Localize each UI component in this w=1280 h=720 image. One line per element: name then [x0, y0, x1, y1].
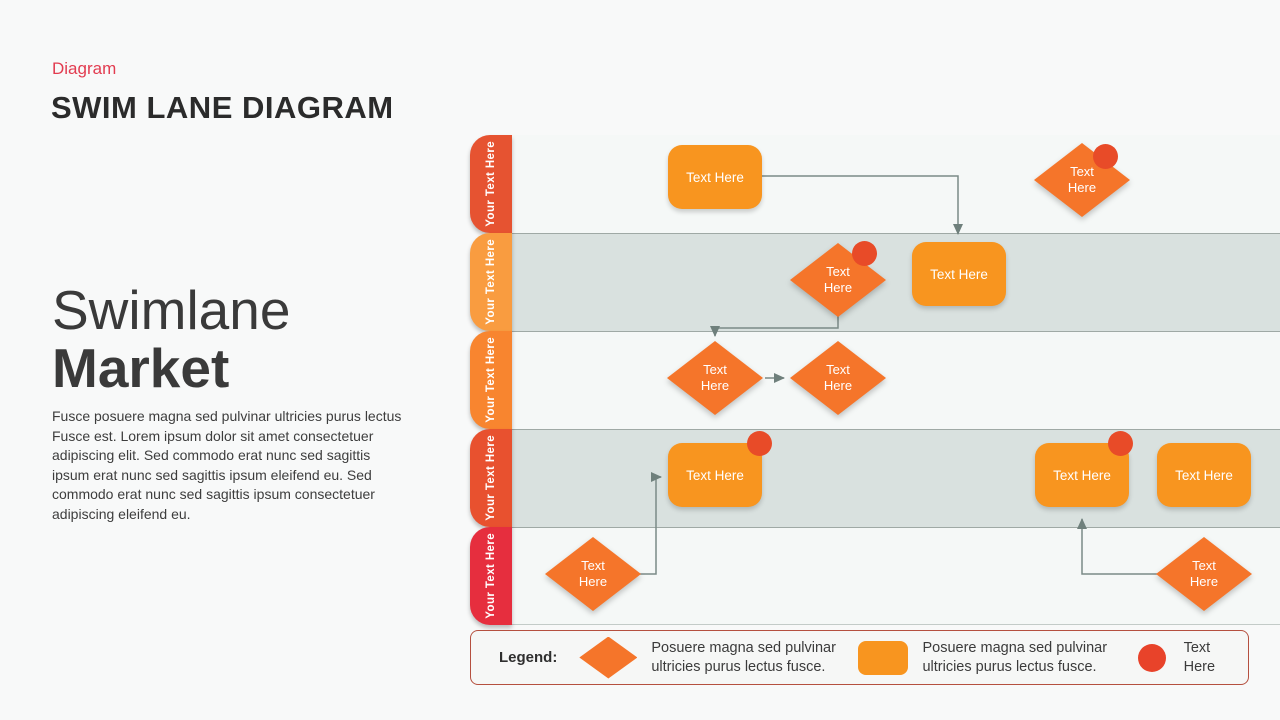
lane-tab-3: Your Text Here — [470, 331, 512, 429]
lane-row-1 — [512, 135, 1280, 233]
diamond-label: Text Here — [1189, 558, 1219, 589]
process-box: Text Here — [1035, 443, 1129, 507]
diamond-label: Text Here — [823, 362, 853, 393]
lane-tab-label: Your Text Here — [485, 239, 497, 325]
legend-item-text: Posuere magna sed pulvinar ultricies pur… — [651, 639, 836, 675]
lane-row-2 — [512, 233, 1280, 331]
lane-tab-label: Your Text Here — [485, 141, 497, 227]
diamond-label: Text Here — [823, 264, 853, 295]
diamond-label: Text Here — [700, 362, 730, 393]
decision-diamond: Text Here — [790, 341, 886, 415]
circle-icon — [1137, 643, 1166, 672]
heading-line-thin: Swimlane — [52, 279, 291, 341]
lane-tab-label: Your Text Here — [485, 533, 497, 619]
heading-line-bold: Market — [52, 337, 230, 399]
diamond-label: Text Here — [1067, 164, 1097, 195]
decision-diamond: Text Here — [1156, 537, 1252, 611]
status-badge-circle — [747, 431, 772, 456]
process-box: Text Here — [668, 443, 762, 507]
legend-item-text: Text Here — [1183, 639, 1216, 675]
decision-diamond: Text Here — [667, 341, 763, 415]
lane-tab-label: Your Text Here — [485, 337, 497, 423]
process-box: Text Here — [668, 145, 762, 209]
lane-tab-2: Your Text Here — [470, 233, 512, 331]
process-box: Text Here — [1157, 443, 1251, 507]
legend-title: Legend: — [499, 649, 558, 666]
rounded-rect-icon — [858, 640, 909, 675]
decision-diamond: Text Here — [545, 537, 641, 611]
status-badge-circle — [1093, 144, 1118, 169]
legend-item-text: Posuere magna sed pulvinar ultricies pur… — [922, 639, 1108, 675]
status-badge-circle — [1108, 431, 1133, 456]
diamond-icon — [579, 636, 638, 679]
lane-row-3 — [512, 331, 1280, 429]
lane-tab-5: Your Text Here — [470, 527, 512, 625]
page-title: SWIM LANE DIAGRAM — [51, 90, 394, 125]
category-label: Diagram — [52, 59, 117, 78]
diamond-label: Text Here — [578, 558, 608, 589]
lane-tab-1: Your Text Here — [470, 135, 512, 233]
lane-tab-label: Your Text Here — [485, 435, 497, 521]
process-box: Text Here — [912, 242, 1006, 306]
description-paragraph: Fusce posuere magna sed pulvinar ultrici… — [52, 408, 402, 522]
legend: Legend: Posuere magna sed pulvinar ultri… — [470, 630, 1249, 685]
section-heading: Swimlane Market — [52, 281, 290, 397]
lane-tab-4: Your Text Here — [470, 429, 512, 527]
status-badge-circle — [852, 241, 877, 266]
